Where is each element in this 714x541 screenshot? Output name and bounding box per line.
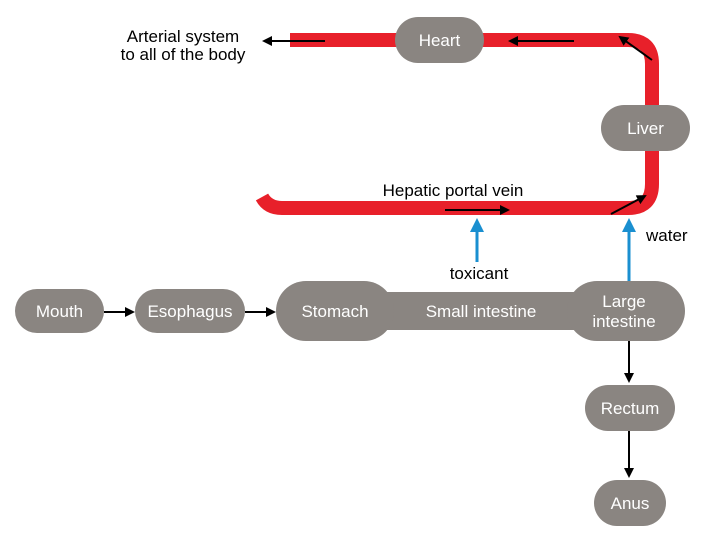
portal-to-liver-arrow	[610, 195, 647, 215]
node-rectum: Rectum	[585, 385, 675, 431]
arterial-system-label-line2: to all of the body	[121, 45, 246, 64]
arterial-system-label-line1: Arterial system	[127, 27, 239, 46]
hepatic-portal-vein-vessel	[255, 33, 659, 215]
heart-label: Heart	[419, 31, 461, 50]
large-intestine-label-line1: Large	[602, 292, 645, 311]
node-heart: Heart	[395, 17, 484, 63]
node-esophagus: Esophagus	[135, 289, 245, 333]
intestinal-tract-bar	[380, 292, 580, 330]
large-intestine-label-line2: intestine	[592, 312, 655, 331]
node-large-intestine: Large intestine	[567, 281, 685, 341]
rectum-label: Rectum	[601, 399, 660, 418]
water-label: water	[645, 226, 688, 245]
small-intestine-label: Small intestine	[426, 302, 537, 321]
anus-label: Anus	[611, 494, 650, 513]
esophagus-label: Esophagus	[147, 302, 232, 321]
stomach-label: Stomach	[301, 302, 368, 321]
mouth-label: Mouth	[36, 302, 83, 321]
node-liver: Liver	[601, 105, 690, 151]
hepatic-portal-vein-label: Hepatic portal vein	[383, 181, 524, 200]
liver-label: Liver	[627, 119, 664, 138]
liver-to-heart-arrow	[618, 35, 653, 61]
node-anus: Anus	[594, 480, 666, 526]
toxicant-label: toxicant	[450, 264, 509, 283]
node-mouth: Mouth	[15, 289, 104, 333]
node-stomach: Stomach	[276, 281, 394, 341]
